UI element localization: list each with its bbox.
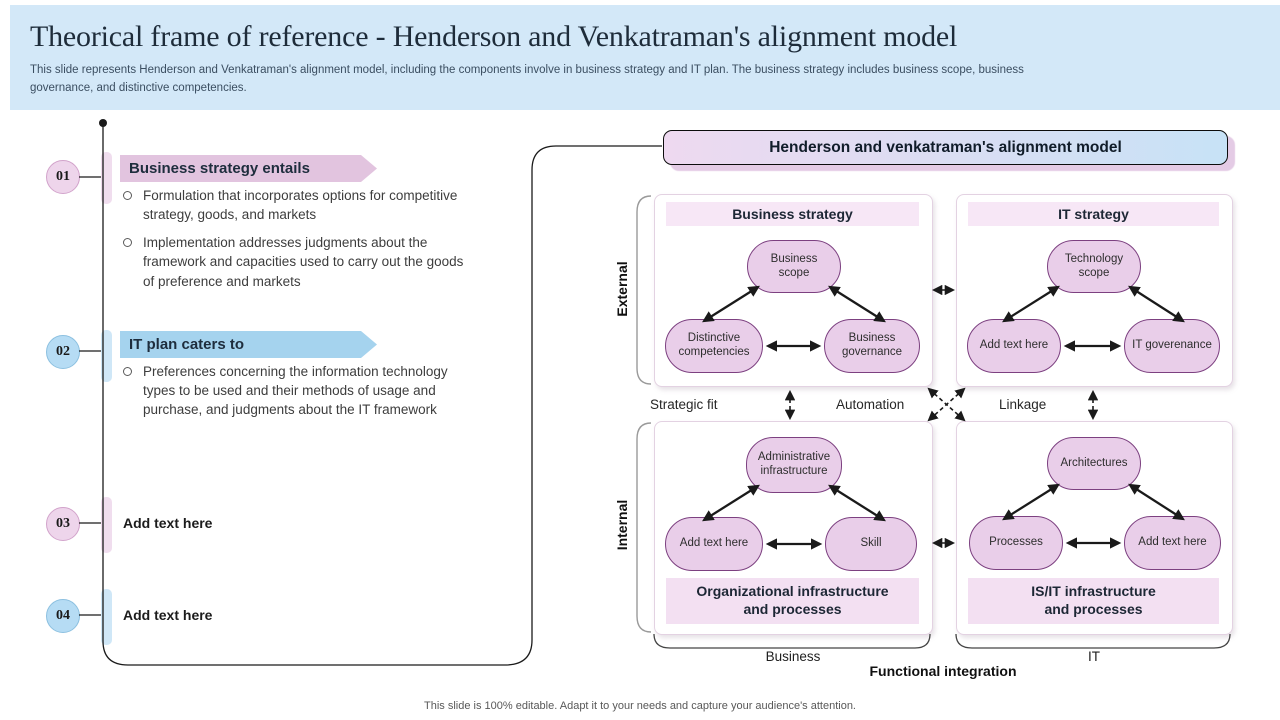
node-add-text-bottom-right[interactable]: Add text here (1124, 516, 1221, 570)
item-02-heading-banner: IT plan caters to (120, 331, 377, 358)
node-technology-scope: Technology scope (1047, 240, 1141, 293)
bullet-circle-icon (123, 238, 132, 248)
node-add-text-top-right[interactable]: Add text here (967, 319, 1061, 373)
label-internal: Internal (614, 499, 630, 551)
band-organizational-infrastructure: Organizational infrastructure and proces… (666, 578, 919, 624)
node-business-scope: Business scope (747, 240, 841, 293)
node-add-text-bottom-left[interactable]: Add text here (665, 517, 763, 571)
bullet-text: Preferences concerning the information t… (143, 364, 448, 418)
node-administrative-infrastructure: Administrative infrastructure (746, 437, 842, 493)
badge-leader-lines (79, 176, 101, 616)
label-strategic-fit: Strategic fit (650, 397, 718, 412)
item-01-heading-banner: Business strategy entails (120, 155, 377, 182)
item-01-bullet-list: Formulation that incorporates options fo… (120, 186, 467, 300)
external-bracket (636, 195, 652, 385)
item-02-bullet-list: Preferences concerning the information t… (120, 362, 467, 428)
list-item: Preferences concerning the information t… (120, 362, 467, 419)
internal-bracket (636, 422, 652, 633)
item-01-number-badge: 01 (46, 160, 80, 194)
label-automation: Automation (836, 397, 905, 412)
business-bottom-bracket (653, 633, 931, 649)
title-background-band (10, 5, 1280, 110)
bullet-circle-icon (123, 367, 132, 376)
item-02-tab (101, 330, 112, 382)
band-line2: and processes (1044, 601, 1143, 617)
label-external: External (614, 261, 630, 317)
it-bottom-bracket (955, 633, 1231, 649)
list-item: Implementation addresses judgments about… (120, 233, 467, 290)
list-item: Formulation that incorporates options fo… (120, 186, 467, 224)
footer-note: This slide is 100% editable. Adapt it to… (424, 700, 856, 712)
band-line1: IS/IT infrastructure (1031, 583, 1156, 600)
node-business-governance: Business governance (824, 319, 920, 373)
node-architectures: Architectures (1047, 437, 1141, 490)
item-03-placeholder-text[interactable]: Add text here (123, 515, 213, 531)
bullet-circle-icon (123, 191, 132, 200)
item-04-tab (101, 589, 112, 645)
label-linkage: Linkage (999, 397, 1047, 412)
page-subtitle: This slide represents Henderson and Venk… (30, 64, 1024, 94)
band-line2: and processes (743, 601, 842, 617)
dashed-cross-arrow-2 (927, 387, 966, 422)
node-it-governance: IT goverenance (1124, 319, 1220, 373)
band-business-strategy: Business strategy (666, 202, 919, 226)
band-it-strategy: IT strategy (968, 202, 1219, 226)
label-business: Business (765, 649, 821, 664)
item-03-number-badge: 03 (46, 507, 80, 541)
node-processes: Processes (969, 516, 1063, 570)
label-it: IT (1088, 649, 1100, 664)
bullet-text: Formulation that incorporates options fo… (143, 188, 458, 223)
diagram-title-box: Henderson and venkatraman's alignment mo… (663, 130, 1228, 165)
bullet-text: Implementation addresses judgments about… (143, 235, 464, 289)
item-03-tab (101, 497, 112, 553)
connector-start-dot (99, 119, 107, 127)
item-02-number-badge: 02 (46, 335, 80, 369)
dashed-cross-arrow-1 (927, 387, 966, 422)
node-distinctive-competencies: Distinctive competencies (665, 319, 763, 373)
item-04-placeholder-text[interactable]: Add text here (123, 607, 213, 623)
page-title: Theorical frame of reference - Henderson… (30, 20, 958, 53)
band-line1: Organizational infrastructure (696, 583, 889, 600)
item-04-number-badge: 04 (46, 599, 80, 633)
label-functional-integration: Functional integration (869, 663, 1017, 679)
item-01-tab (101, 152, 112, 204)
band-isit-infrastructure: IS/IT infrastructure and processes (968, 578, 1219, 624)
node-skill: Skill (825, 517, 917, 571)
